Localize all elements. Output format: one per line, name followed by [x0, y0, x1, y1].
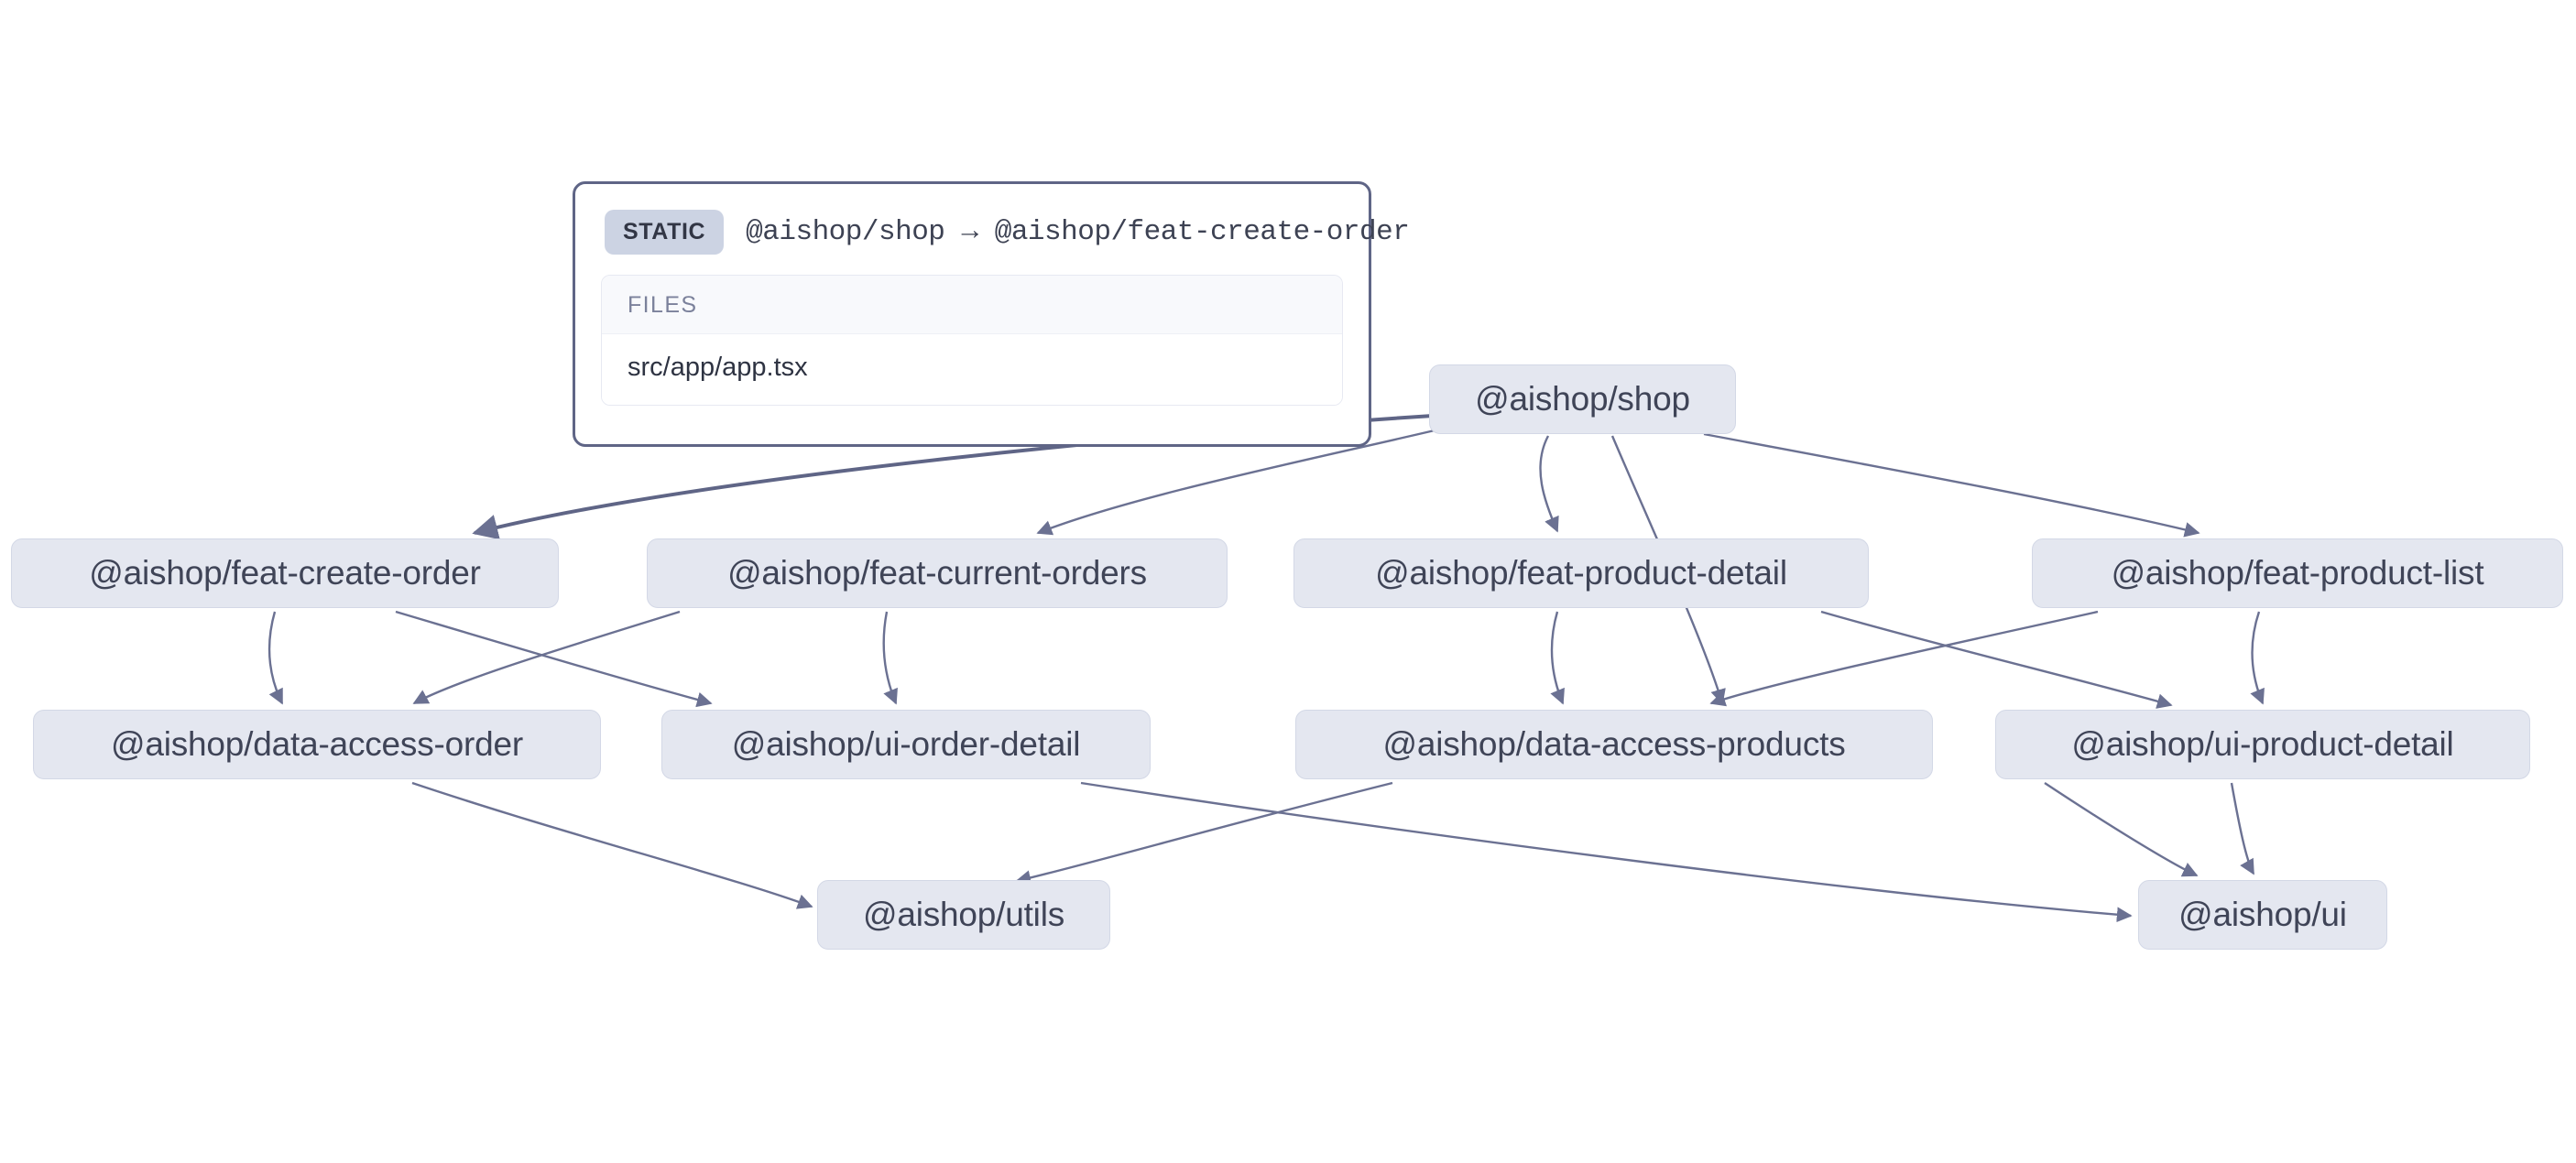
- tooltip-edge-title: @aishop/shop → @aishop/feat-create-order: [746, 216, 1410, 248]
- graph-node-feat-product-list[interactable]: @aishop/feat-product-list: [2032, 538, 2563, 608]
- graph-node-data-access-order[interactable]: @aishop/data-access-order: [33, 710, 601, 779]
- graph-node-label: @aishop/ui-order-detail: [731, 725, 1081, 763]
- graph-node-label: @aishop/data-access-order: [110, 725, 524, 763]
- edge-feat-product-list-to-data-access-products: [1709, 610, 2099, 707]
- edge-feat-create-order-to-ui-order-detail: [395, 610, 713, 708]
- files-panel: FILES src/app/app.tsx: [601, 275, 1343, 406]
- graph-node-label: @aishop/shop: [1475, 380, 1690, 418]
- graph-node-feat-create-order[interactable]: @aishop/feat-create-order: [11, 538, 559, 608]
- edge-details-tooltip: STATIC @aishop/shop → @aishop/feat-creat…: [573, 181, 1410, 447]
- graph-node-utils[interactable]: @aishop/utils: [817, 880, 1110, 950]
- graph-node-feat-product-detail[interactable]: @aishop/feat-product-detail: [1293, 538, 1869, 608]
- graph-node-ui[interactable]: @aishop/ui: [2138, 880, 2387, 950]
- edge-feat-product-list-to-ui-product-detail: [2250, 611, 2265, 705]
- graph-node-data-access-products[interactable]: @aishop/data-access-products: [1295, 710, 1933, 779]
- edge-feat-product-detail-to-ui: [2044, 781, 2199, 877]
- edge-shop-to-feat-current-orders: [1036, 425, 1451, 536]
- edge-ui-order-detail-to-ui: [1080, 781, 2133, 923]
- graph-node-label: @aishop/feat-current-orders: [727, 554, 1147, 592]
- graph-node-ui-product-detail[interactable]: @aishop/ui-product-detail: [1995, 710, 2530, 779]
- graph-node-shop[interactable]: @aishop/shop: [1429, 364, 1736, 434]
- edge-feat-current-orders-to-ui-order-detail: [882, 611, 898, 705]
- graph-node-label: @aishop/feat-product-detail: [1375, 554, 1787, 592]
- edge-shop-to-feat-product-list: [1703, 432, 2200, 538]
- graph-node-ui-order-detail[interactable]: @aishop/ui-order-detail: [661, 710, 1151, 779]
- edge-feat-create-order-to-data-access-order: [267, 611, 284, 705]
- static-badge: STATIC: [605, 210, 725, 255]
- edge-data-access-order-to-utils: [411, 781, 813, 909]
- files-section-label: FILES: [602, 276, 1342, 334]
- graph-node-label: @aishop/ui: [2178, 896, 2347, 933]
- graph-node-label: @aishop/feat-product-list: [2111, 554, 2484, 592]
- file-list-item[interactable]: src/app/app.tsx: [602, 334, 1342, 405]
- edge-shop-to-feat-product-detail: [1539, 435, 1559, 533]
- edge-feat-product-detail-to-data-access-products: [1550, 611, 1565, 705]
- edge-feat-product-detail-to-ui-product-detail: [1820, 610, 2173, 709]
- tooltip-header: STATIC @aishop/shop → @aishop/feat-creat…: [575, 184, 1410, 275]
- edge-ui-product-detail-to-ui: [2230, 782, 2255, 875]
- graph-node-label: @aishop/utils: [862, 896, 1065, 933]
- graph-node-label: @aishop/ui-product-detail: [2071, 725, 2454, 763]
- graph-node-feat-current-orders[interactable]: @aishop/feat-current-orders: [647, 538, 1228, 608]
- graph-node-label: @aishop/feat-create-order: [89, 554, 481, 592]
- edge-data-access-products-to-utils: [1015, 781, 1393, 886]
- edge-feat-current-orders-to-data-access-order: [412, 610, 681, 705]
- graph-node-label: @aishop/data-access-products: [1382, 725, 1846, 763]
